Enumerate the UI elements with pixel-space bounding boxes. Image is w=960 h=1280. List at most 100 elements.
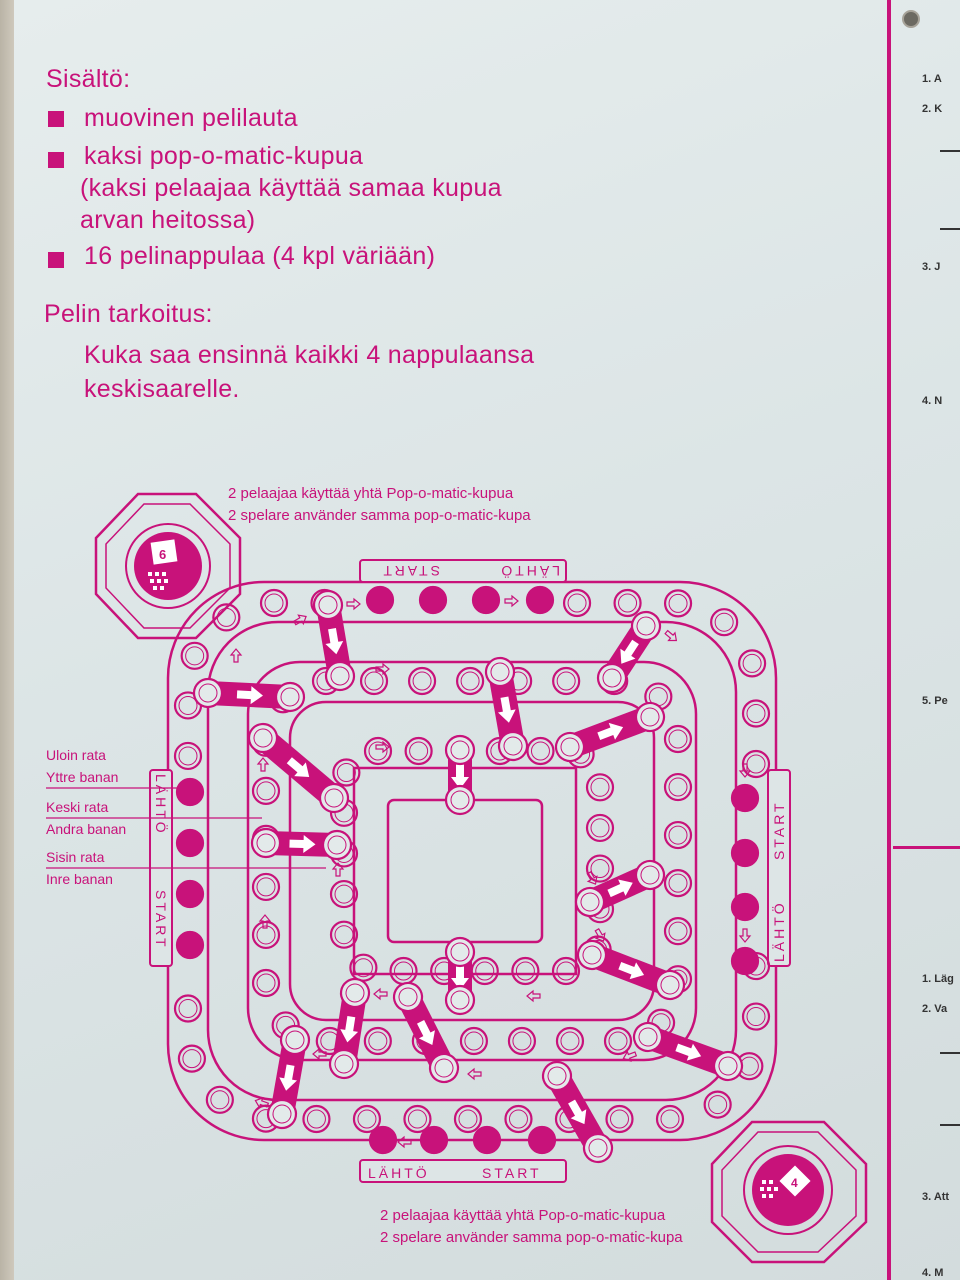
board-hole-rim <box>602 668 622 688</box>
lane-label-outer-fi: Uloin rata <box>46 747 106 763</box>
board-hole <box>574 886 606 918</box>
start-label-left-fi: LÄHTÖ <box>153 774 170 836</box>
board-hole <box>654 969 686 1001</box>
start-peg <box>419 1125 449 1155</box>
board-hole <box>605 1104 634 1134</box>
arrow-icon-shape <box>586 870 598 885</box>
slide-chute <box>328 977 371 1080</box>
board-hole-rim <box>182 1049 202 1069</box>
square-bullet-icon <box>48 252 64 268</box>
board-hole-rim <box>746 704 766 724</box>
lane-label-outer-sv: Yttre banan <box>46 769 119 785</box>
board-hole <box>663 869 693 898</box>
board-hole-rim <box>285 1030 305 1050</box>
contents-item-2-line-1: kaksi pop-o-matic-kupua <box>84 142 364 170</box>
board-caption-bottom-sv: 2 spelare använder samma pop-o-matic-kup… <box>380 1229 683 1246</box>
start-label-right-fi: LÄHTÖ <box>770 900 787 962</box>
board-hole <box>329 920 359 949</box>
purpose-line-1: Kuka saa ensinnä kaikki 4 nappulaansa <box>84 341 535 369</box>
start-peg <box>527 1125 557 1155</box>
arrow-icon-shape <box>346 597 361 611</box>
slide-chute <box>250 827 353 861</box>
board-hole <box>274 681 306 713</box>
board-hole-rim <box>272 1104 292 1124</box>
arrow-icon <box>331 862 345 877</box>
board-hole <box>328 1048 360 1080</box>
board-hole <box>663 820 693 850</box>
start-peg <box>365 585 395 615</box>
board-hole <box>576 939 608 971</box>
board-hole-rim <box>567 593 587 613</box>
start-peg <box>368 1125 398 1155</box>
slide-chute <box>192 677 306 713</box>
contents-item-2-line-3: arvan heitossa) <box>80 206 256 234</box>
arrow-icon-shape <box>331 862 345 877</box>
board-hole-rim <box>636 616 656 636</box>
board-hole-rim <box>503 736 523 756</box>
board-hole-rim <box>185 646 205 666</box>
arrow-icon-shape <box>312 1047 327 1061</box>
board-hole <box>251 776 281 805</box>
arrow-icon <box>738 763 752 778</box>
board-hole-rim <box>580 892 600 912</box>
pop-o-matic-dice-icon: 4 <box>710 1120 868 1264</box>
arrow-icon <box>373 987 388 1001</box>
arrow-icon-shape <box>526 989 541 1003</box>
board-hole-rim <box>318 595 338 615</box>
board-hole-rim <box>618 593 638 613</box>
start-peg <box>730 892 760 922</box>
arrow-icon <box>568 1099 587 1125</box>
board-hole-rim <box>668 729 688 749</box>
board-hole <box>339 977 371 1009</box>
board-hole <box>634 701 666 733</box>
arrow-icon <box>451 964 469 990</box>
board-hole-rim <box>660 1109 680 1129</box>
board-hole-rim <box>714 612 734 632</box>
arrow-icon-shape <box>738 763 752 778</box>
slide-chute <box>444 936 476 1016</box>
board-hole-rim <box>253 728 273 748</box>
arrow-icon-shape <box>594 927 606 942</box>
slide-chute <box>632 1021 744 1082</box>
board-hole-rim <box>407 1109 427 1129</box>
right-col-item-8: 3. Att <box>922 1191 950 1203</box>
board-hole <box>562 588 592 618</box>
start-peg <box>730 783 760 813</box>
board-hole <box>455 666 485 696</box>
board-hole-rim <box>508 1109 528 1129</box>
arrow-icon <box>279 1064 298 1091</box>
start-peg <box>175 828 205 858</box>
start-box-top <box>359 559 567 583</box>
board-hole <box>329 879 359 909</box>
board-hole <box>324 660 356 692</box>
arrow-icon-shape <box>664 629 678 642</box>
slide-chute <box>541 1060 614 1164</box>
purpose-line-2: keskisaarelle. <box>84 375 240 403</box>
punch-hole <box>902 10 920 28</box>
board-hole-rim <box>409 741 429 761</box>
board-hole-rim <box>547 1066 567 1086</box>
arrow-icon <box>504 594 519 608</box>
board-hole <box>655 1104 685 1134</box>
board-hole-rim <box>490 662 510 682</box>
board-hole <box>585 854 615 883</box>
arrow-icon <box>738 928 752 943</box>
center-island <box>386 798 544 944</box>
arrow-icon <box>229 648 243 663</box>
arrow-icon <box>594 927 606 942</box>
board-hole <box>250 827 282 859</box>
arrow-icon <box>622 1050 638 1063</box>
board-hole-rim <box>450 740 470 760</box>
arrow-icon <box>620 639 639 664</box>
board-hole <box>634 859 666 891</box>
board-hole <box>663 724 693 754</box>
board-hole <box>663 589 693 618</box>
arrow-icon-shape <box>622 1050 638 1063</box>
slide-chute <box>392 981 460 1084</box>
arrow-icon <box>451 763 469 789</box>
board-hole-rim <box>210 1090 230 1110</box>
arrow-icon <box>286 757 310 778</box>
board-hole <box>180 641 209 670</box>
board-hole <box>511 956 540 986</box>
